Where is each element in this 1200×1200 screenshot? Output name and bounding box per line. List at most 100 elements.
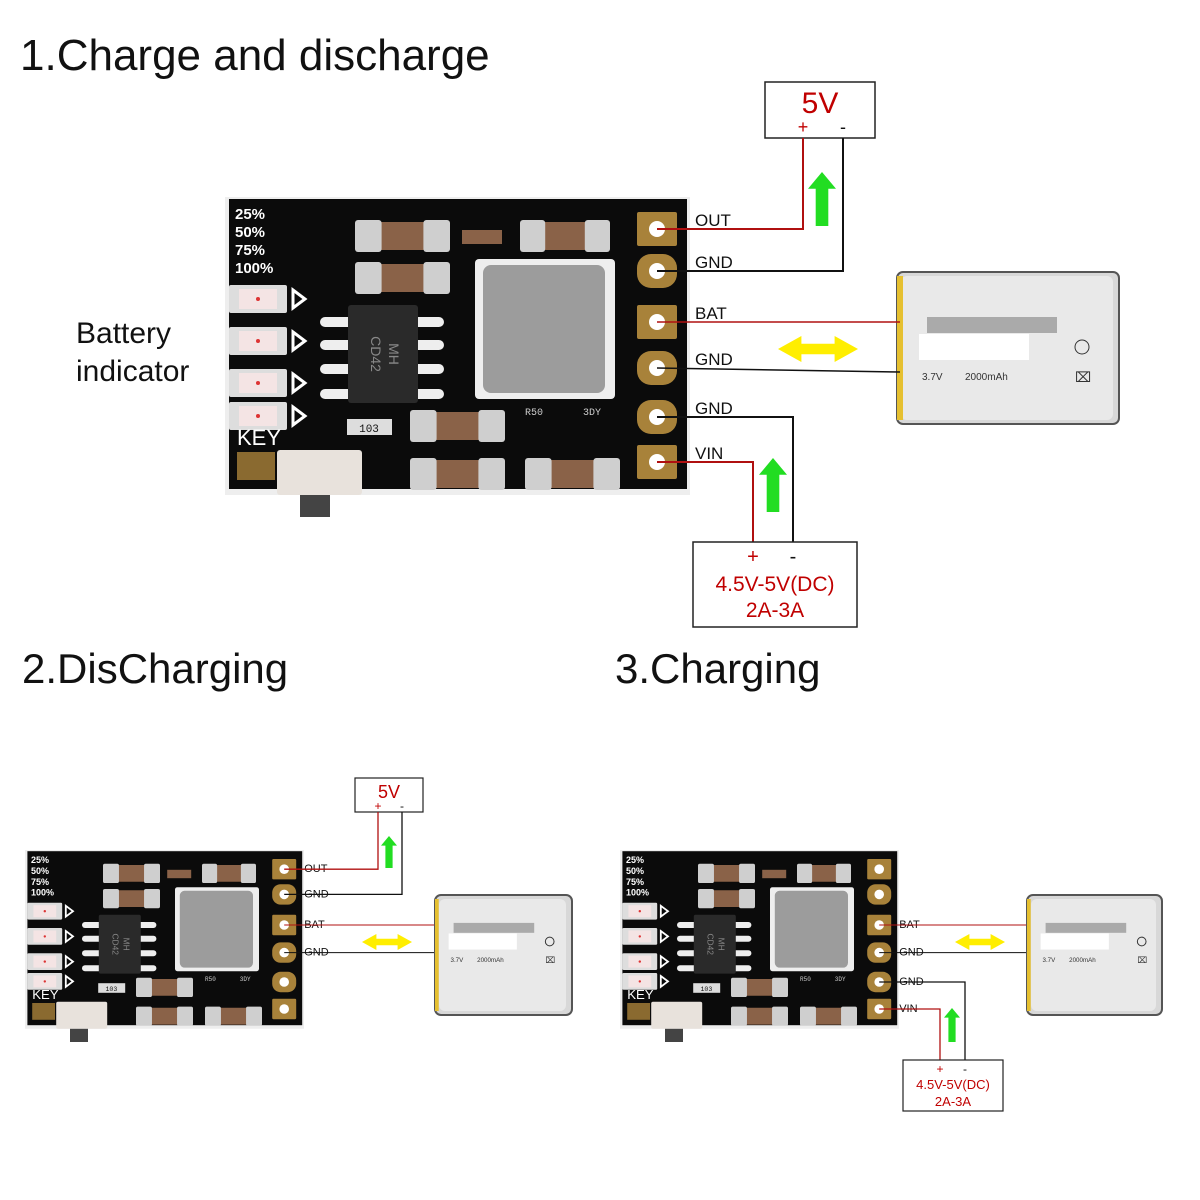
capacitor-terminal [478,458,505,490]
lipo-battery: 3.7V 2000mAh ⌧ [1026,894,1163,1016]
pad-hole [874,864,884,874]
pin-label-out: OUT [695,211,731,230]
led-dot [256,339,260,343]
pcb-board [27,851,303,1026]
led-dot [638,910,641,913]
led-triangle-icon [659,974,670,989]
capacitor-terminal [355,262,382,294]
pcb-board [229,199,687,489]
battery-voltage: 3.7V [922,372,943,383]
capacitor-terminal [410,458,437,490]
battery-level-label: 75% [235,242,265,259]
battery-level-label: 100% [31,888,54,898]
resistor [98,983,126,993]
chip-label-2: CD42 [706,933,716,955]
resistor-label: 103 [105,986,117,993]
led-dot [638,980,641,983]
capacitor-terminal [478,410,505,442]
pin-label-vin: VIN [695,444,723,463]
capacitor-terminal [423,262,450,294]
chip-pin [82,935,104,942]
key-pad [627,1003,650,1020]
input-minus: - [790,546,797,568]
small-capacitor [762,869,787,879]
capacitor-terminal [835,863,851,883]
bidirectional-arrow [955,934,1005,950]
resistor-label: 3DY [240,976,251,983]
led-triangle-icon [659,954,670,969]
resistor-label: R50 [205,976,216,983]
chip-pin [82,922,104,928]
capacitor-terminal [423,220,450,252]
capacitor-terminal [240,863,256,883]
capacitor-terminal [593,458,620,490]
pad-hole [279,977,289,987]
battery-level-label: 100% [626,888,649,898]
led-triangle-icon [64,929,75,944]
battery-voltage: 3.7V [1043,957,1057,964]
battery-tab [435,899,439,1011]
capacitor-terminal [205,1006,221,1026]
vin-wire [879,1008,941,1060]
capacitor-terminal [772,977,788,997]
chip-pin [320,364,356,374]
battery-indicator-label-1: Battery [76,317,171,350]
input-plus: + [936,1062,943,1076]
out-gnd-wire [284,812,403,896]
battery-level-label: 25% [235,206,265,223]
key-switch [651,1001,703,1029]
pin-label-gnd: GND [695,399,733,418]
chip-label-1: MH [121,938,131,951]
bat-gnd-wire [656,367,901,373]
chip-cd42 [98,914,141,974]
battery-capacity: 2000mAh [1069,957,1096,964]
resistor [347,419,392,435]
output-5v-box [354,777,424,813]
capacitor-terminal [698,863,714,883]
input-plus: + [747,546,759,568]
chip-pin [677,935,699,942]
pin-label-bat: BAT [695,304,727,323]
inductor [774,890,848,968]
chip-pin [320,317,356,327]
recycle-bin-icon: ⌧ [1075,369,1091,385]
input-flow-arrow [759,458,787,512]
led-dot [43,910,46,913]
input-voltage: 4.5V-5V(DC) [715,573,834,596]
key-switch-stem [70,1028,88,1042]
capacitor-terminal [144,889,160,909]
chip-pin [677,965,699,972]
led-dot [256,414,260,418]
capacitor-terminal [797,863,813,883]
led-dot [638,935,641,938]
output-voltage: 5V [378,782,400,802]
out-wire [284,812,379,870]
battery-level-label: 50% [235,224,265,241]
battery-level-label: 50% [626,866,644,876]
battery-indicator-label-2: indicator [76,355,189,388]
out-gnd-wire [657,138,844,272]
led-triangle-icon [291,371,308,395]
capacitor-terminal [731,977,747,997]
led-dot [256,297,260,301]
out-wire [657,138,804,230]
battery-tab [897,276,903,420]
chip-label-1: MH [716,938,726,951]
led-triangle-icon [64,904,75,919]
pin-label-gnd: GND [695,350,733,369]
resistor-label: R50 [525,408,543,419]
chip-label-2: CD42 [368,336,384,372]
key-switch [277,450,362,495]
led-triangle-icon [659,904,670,919]
capacitor-terminal [246,1006,262,1026]
led-triangle-icon [64,954,75,969]
chip-cd42 [348,305,418,403]
capacitor-terminal [739,863,755,883]
capacitor-terminal [841,1006,857,1026]
key-pad [237,452,275,480]
pad-hole [279,1004,289,1014]
recycle-bin-icon: ⌧ [1137,955,1147,965]
